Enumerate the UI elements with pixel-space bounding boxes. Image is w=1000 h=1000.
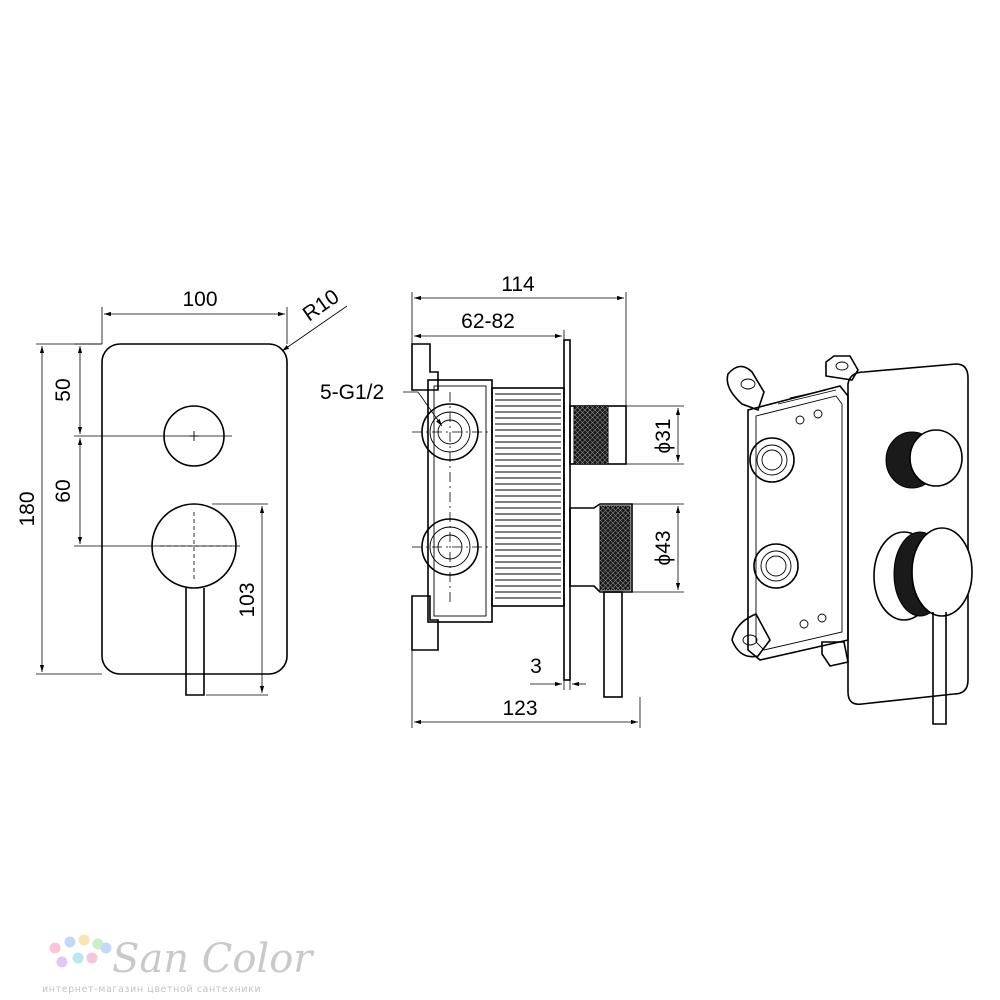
dim-height-180: 180	[16, 491, 39, 526]
dim-3: 3	[530, 655, 542, 678]
dim-60: 60	[52, 479, 75, 502]
perspective-lower-knob-face	[911, 527, 973, 617]
perspective-cover-plate	[847, 363, 969, 706]
brand-name: San Color	[112, 936, 315, 982]
side-view: 114 62-82 5-G1/2 ϕ31 ϕ43 3 123	[320, 273, 684, 728]
cover-plate-side	[563, 339, 571, 681]
logo-dot	[49, 942, 61, 954]
perspective-body	[747, 385, 849, 661]
perspective-upper-knob-face	[909, 429, 963, 487]
label-thread-g12: 5-G1/2	[320, 381, 384, 404]
ear-top-left	[726, 365, 765, 412]
dim-103: 103	[236, 582, 259, 617]
cover-plate-outline	[101, 343, 288, 675]
perspective-port-lower	[753, 543, 799, 589]
lever-side	[603, 591, 623, 698]
logo-dot	[100, 942, 112, 954]
lower-knurl	[599, 505, 631, 591]
dim-diam-31: ϕ31	[652, 418, 675, 453]
brand-tagline: интернет-магазин цветной сантехники	[42, 984, 261, 995]
logo-dot	[64, 936, 76, 948]
dim-114: 114	[501, 273, 535, 296]
top-bracket	[411, 343, 439, 391]
lever	[185, 588, 205, 696]
upper-knurl	[573, 405, 609, 465]
logo-dot	[78, 934, 90, 946]
dim-width-100: 100	[182, 288, 217, 311]
logo-dot	[86, 952, 98, 964]
threaded-sleeve	[491, 387, 565, 607]
dim-radius-r10: R10	[299, 285, 344, 326]
perspective-view	[726, 355, 973, 725]
brand-logo: San Color интернет-магазин цветной санте…	[42, 934, 315, 995]
dim-123: 123	[502, 697, 537, 720]
perspective-port-upper	[749, 437, 795, 483]
front-view: 100 R10 180 50 60 103	[16, 285, 348, 696]
logo-dot	[56, 956, 68, 968]
dim-diam-43: ϕ43	[652, 530, 675, 565]
logo-dot	[72, 952, 84, 964]
dim-50: 50	[52, 378, 75, 401]
logo-dots	[49, 934, 112, 968]
ear-top-right	[825, 355, 859, 381]
dim-62-82: 62-82	[461, 310, 515, 333]
perspective-lever	[932, 612, 947, 725]
